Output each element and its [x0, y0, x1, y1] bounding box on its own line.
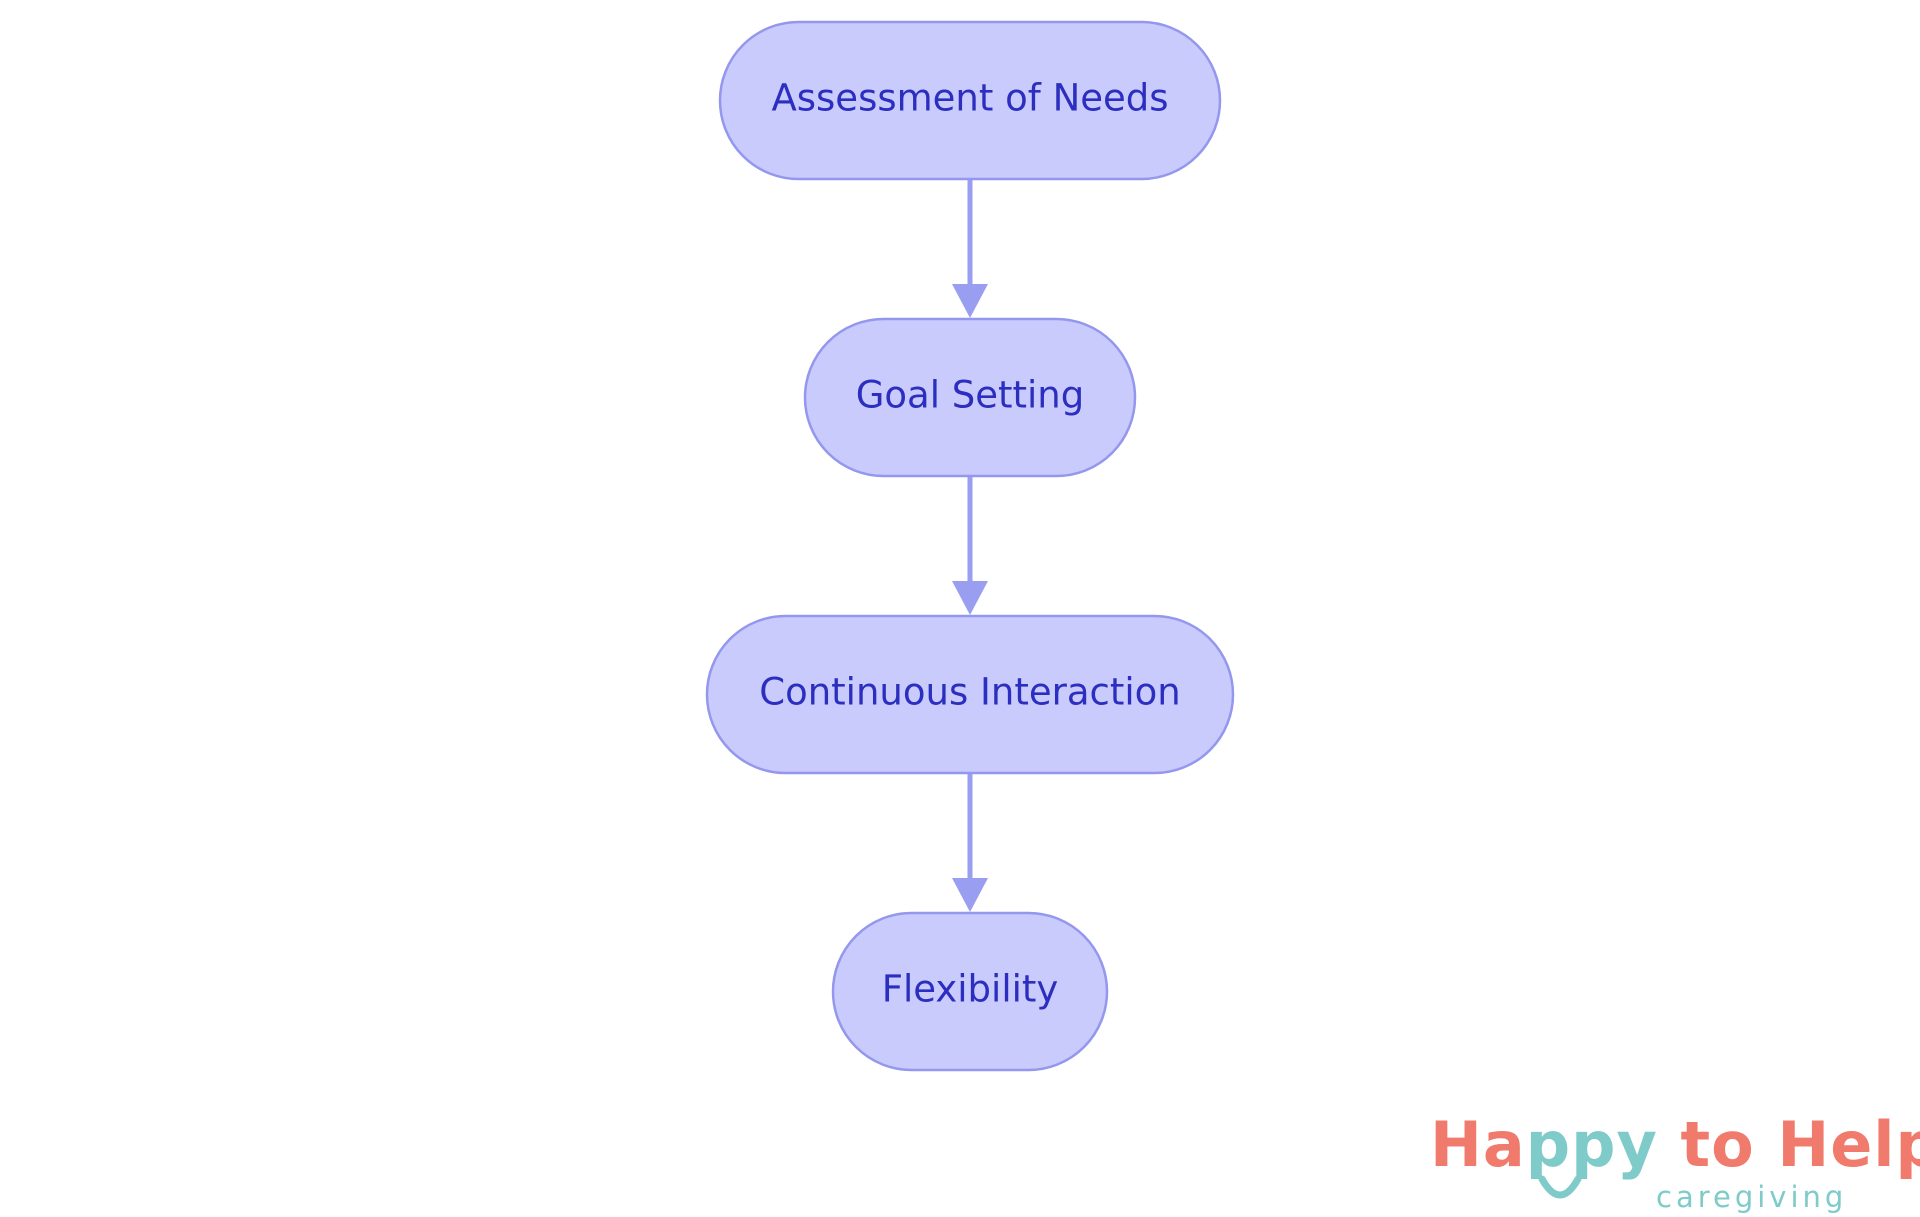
node-continuous-interaction: Continuous Interaction — [705, 614, 1235, 775]
smile-icon — [1538, 1175, 1582, 1199]
edge-goal-to-continuous — [952, 476, 988, 615]
node-goal-setting: Goal Setting — [803, 317, 1137, 478]
logo-text-part1: Ha — [1430, 1108, 1526, 1181]
edge-assessment-to-goal — [952, 179, 988, 318]
node-label: Flexibility — [882, 968, 1059, 1011]
logo-text-part2: ppy — [1525, 1108, 1658, 1181]
node-label: Goal Setting — [856, 374, 1085, 417]
node-assessment-of-needs: Assessment of Needs — [718, 20, 1222, 181]
node-label: Continuous Interaction — [759, 671, 1180, 714]
logo-wordmark: Happy to Help — [1430, 1105, 1920, 1185]
node-flexibility: Flexibility — [831, 911, 1109, 1072]
edge-continuous-to-flexibility — [952, 773, 988, 912]
node-label: Assessment of Needs — [771, 77, 1168, 120]
happy-to-help-logo: Happy to Help caregiving — [1430, 1105, 1920, 1215]
logo-text-part3: to Help — [1657, 1108, 1920, 1181]
logo-tagline: caregiving — [1656, 1180, 1848, 1214]
